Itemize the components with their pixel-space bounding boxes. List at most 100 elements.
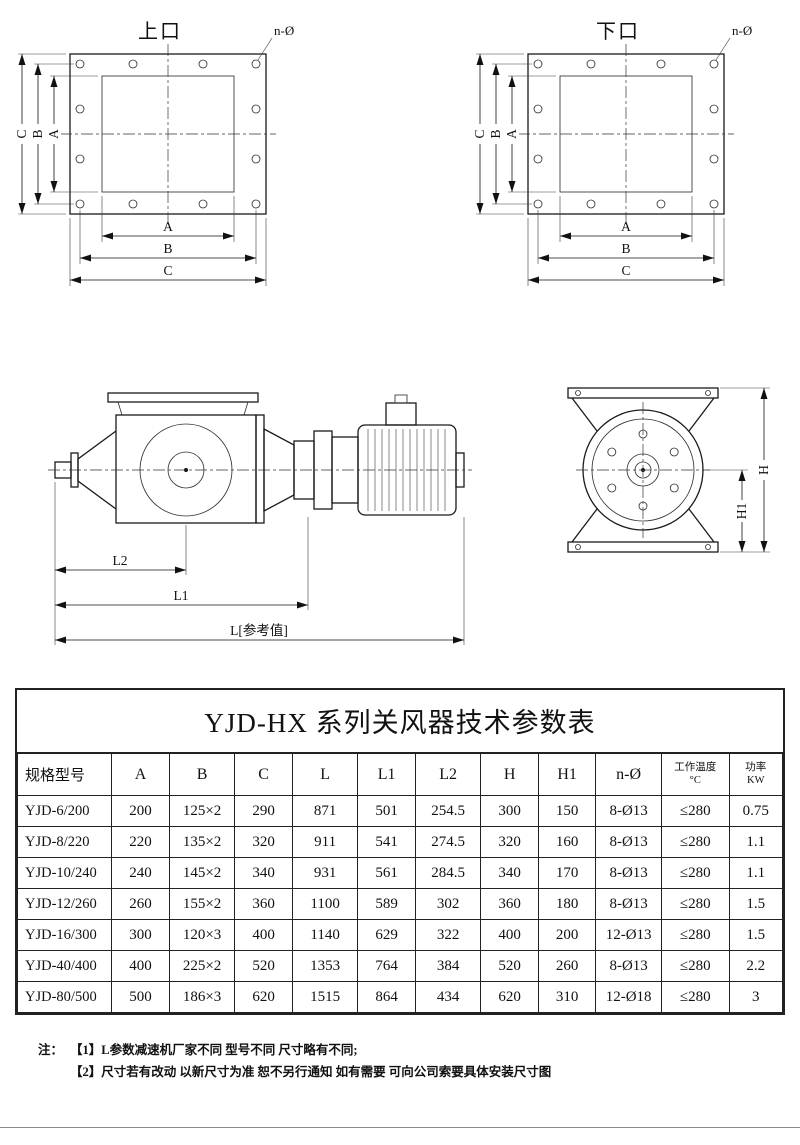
col-header-power-unit: KW bbox=[747, 774, 765, 786]
value-cell: 384 bbox=[414, 950, 482, 982]
value-cell: ≤280 bbox=[660, 981, 730, 1013]
end-view-body bbox=[567, 387, 719, 553]
side-view-drawing: L2 L1 L[参考值] bbox=[48, 392, 472, 645]
note-item-1: 【1】L参数减速机厂家不同 型号不同 尺寸略有不同; bbox=[70, 1043, 358, 1057]
end-view-drawing: H H1 bbox=[567, 387, 771, 553]
dim-a-vertical: A bbox=[504, 129, 519, 139]
value-cell: 300 bbox=[480, 795, 539, 827]
value-cell: 260 bbox=[537, 950, 597, 982]
dim-a-horizontal: A bbox=[163, 219, 173, 234]
dimensions: L2 L1 L[参考值] bbox=[54, 482, 465, 645]
value-cell: 864 bbox=[357, 981, 416, 1013]
value-cell: 1.5 bbox=[728, 888, 784, 920]
value-cell: 200 bbox=[537, 919, 597, 951]
bottom-port-title: 下口 bbox=[596, 21, 640, 43]
dimensions: A B C A B C bbox=[472, 53, 725, 286]
dimensions: A B C A B C bbox=[14, 53, 267, 286]
value-cell: 911 bbox=[291, 826, 359, 858]
col-header-temp: 工作温度 °C bbox=[660, 753, 730, 796]
dim-c-vertical: C bbox=[14, 129, 29, 138]
model-cell: YJD-40/400 bbox=[16, 950, 113, 982]
notes: 注： 【1】L参数减速机厂家不同 型号不同 尺寸略有不同; 【2】尺寸若有改动 … bbox=[38, 1040, 551, 1084]
value-cell: 400 bbox=[111, 950, 170, 982]
value-cell: ≤280 bbox=[660, 857, 730, 889]
value-cell: 1.5 bbox=[728, 919, 784, 951]
value-cell: 150 bbox=[537, 795, 597, 827]
value-cell: ≤280 bbox=[660, 919, 730, 951]
value-cell: 1353 bbox=[291, 950, 359, 982]
value-cell: 8-Ø13 bbox=[595, 888, 662, 920]
dim-l2-label: L2 bbox=[113, 553, 128, 568]
value-cell: 589 bbox=[357, 888, 416, 920]
model-cell: YJD-80/500 bbox=[16, 981, 113, 1013]
model-cell: YJD-16/300 bbox=[16, 919, 113, 951]
col-header-h: H bbox=[480, 753, 539, 796]
value-cell: 360 bbox=[234, 888, 293, 920]
dim-h1-label: H1 bbox=[734, 503, 749, 520]
bolt-callout-label: n-Ø bbox=[274, 23, 294, 38]
value-cell: 320 bbox=[234, 826, 293, 858]
value-cell: 1.1 bbox=[728, 857, 784, 889]
value-cell: 274.5 bbox=[414, 826, 482, 858]
value-cell: 125×2 bbox=[168, 795, 236, 827]
col-header-c: C bbox=[234, 753, 293, 796]
parameter-table: YJD-HX 系列关风器技术参数表 规格型号 A B C L L1 L2 H H… bbox=[15, 688, 785, 1015]
value-cell: 629 bbox=[357, 919, 416, 951]
value-cell: 186×3 bbox=[168, 981, 236, 1013]
header-row: 规格型号 A B C L L1 L2 H H1 n-Ø 工作温度 °C 功率 bbox=[16, 753, 784, 796]
bolt-callout-label: n-Ø bbox=[732, 23, 752, 38]
value-cell: 8-Ø13 bbox=[595, 857, 662, 889]
value-cell: 8-Ø13 bbox=[595, 795, 662, 827]
col-header-a: A bbox=[111, 753, 170, 796]
value-cell: 120×3 bbox=[168, 919, 236, 951]
col-header-l: L bbox=[291, 753, 359, 796]
value-cell: ≤280 bbox=[660, 795, 730, 827]
col-header-h1: H1 bbox=[537, 753, 597, 796]
model-cell: YJD-10/240 bbox=[16, 857, 113, 889]
dim-b-vertical: B bbox=[30, 129, 45, 138]
top-port-flange-drawing: 上口 n-Ø bbox=[14, 20, 294, 286]
top-port-title: 上口 bbox=[138, 20, 182, 43]
col-header-bolts: n-Ø bbox=[595, 753, 662, 796]
value-cell: 302 bbox=[414, 888, 482, 920]
value-cell: 620 bbox=[480, 981, 539, 1013]
value-cell: 0.75 bbox=[728, 795, 784, 827]
notes-indent bbox=[38, 1062, 70, 1084]
value-cell: 520 bbox=[234, 950, 293, 982]
model-cell: YJD-6/200 bbox=[16, 795, 113, 827]
dim-b-vertical: B bbox=[488, 129, 503, 138]
value-cell: 12-Ø13 bbox=[595, 919, 662, 951]
dim-b-horizontal: B bbox=[621, 241, 630, 256]
value-cell: 155×2 bbox=[168, 888, 236, 920]
value-cell: 360 bbox=[480, 888, 539, 920]
value-cell: 871 bbox=[291, 795, 359, 827]
dim-c-horizontal: C bbox=[621, 263, 630, 278]
value-cell: 340 bbox=[480, 857, 539, 889]
col-header-model: 规格型号 bbox=[16, 753, 113, 796]
value-cell: 1140 bbox=[291, 919, 359, 951]
value-cell: 260 bbox=[111, 888, 170, 920]
bottom-port-flange-drawing: 下口 n-Ø bbox=[472, 21, 752, 286]
value-cell: 3 bbox=[728, 981, 784, 1013]
value-cell: 620 bbox=[234, 981, 293, 1013]
dim-l-label: L[参考值] bbox=[230, 622, 288, 638]
value-cell: 12-Ø18 bbox=[595, 981, 662, 1013]
value-cell: 322 bbox=[414, 919, 482, 951]
value-cell: 434 bbox=[414, 981, 482, 1013]
bolt-callout: n-Ø bbox=[257, 23, 294, 61]
value-cell: 8-Ø13 bbox=[595, 950, 662, 982]
value-cell: 1.1 bbox=[728, 826, 784, 858]
value-cell: 400 bbox=[480, 919, 539, 951]
notes-prefix: 注： bbox=[38, 1043, 64, 1057]
motor bbox=[357, 394, 465, 516]
value-cell: 300 bbox=[111, 919, 170, 951]
note-item-2: 【2】尺寸若有改动 以新尺寸为准 恕不另行通知 如有需要 可向公司索要具体安装尺… bbox=[70, 1064, 552, 1079]
col-header-b: B bbox=[168, 753, 236, 796]
